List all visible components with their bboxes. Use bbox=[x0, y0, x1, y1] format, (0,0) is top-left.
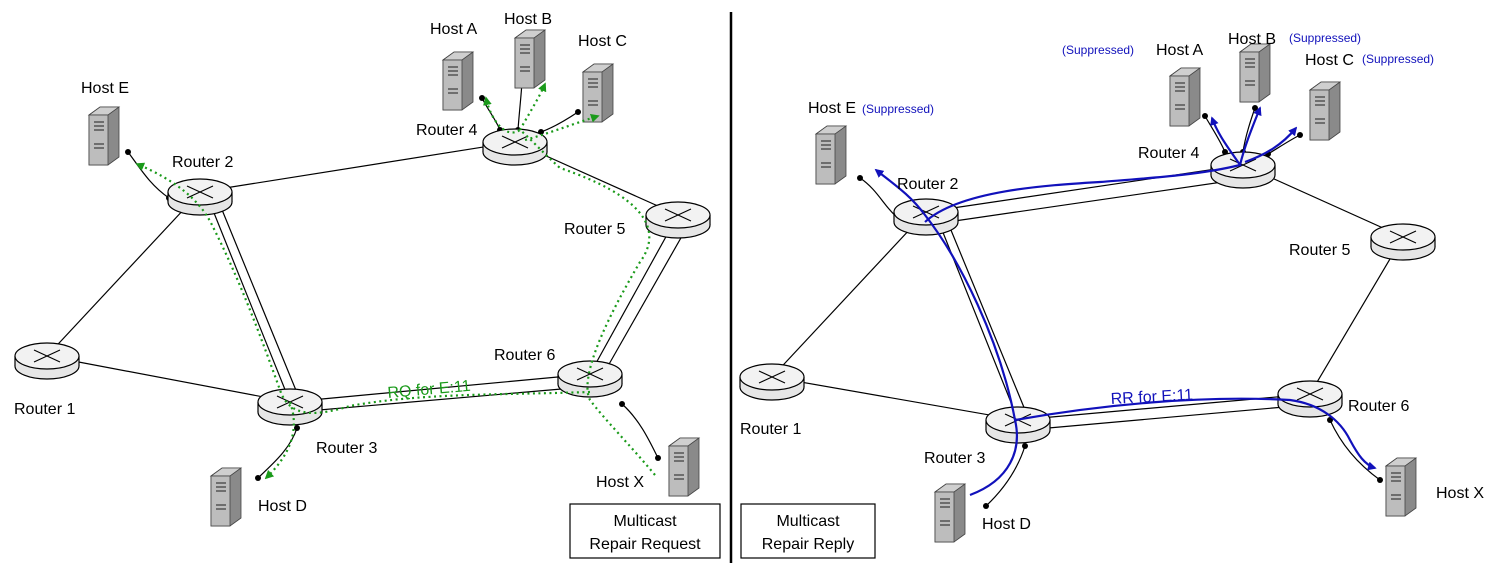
server-tower-icon bbox=[582, 63, 614, 123]
server-tower-icon bbox=[442, 51, 474, 111]
router-icon bbox=[14, 342, 80, 380]
suppressed-label: (Suppressed) bbox=[862, 102, 934, 116]
router-icon bbox=[167, 178, 233, 216]
server-tower-icon bbox=[668, 437, 700, 497]
router-label: Router 6 bbox=[1348, 398, 1409, 415]
server-tower-icon bbox=[1309, 81, 1341, 141]
router-label: Router 5 bbox=[564, 221, 625, 238]
left-connection-dots bbox=[125, 79, 661, 481]
router-label: Router 4 bbox=[416, 122, 477, 139]
router-label: Router 3 bbox=[316, 440, 377, 457]
right-panel: Router 1 Router 2 Router 3 Router 4 Rout… bbox=[739, 31, 1484, 559]
host-label: Host B bbox=[1228, 31, 1276, 48]
host-label: Host X bbox=[596, 474, 644, 491]
suppressed-label: (Suppressed) bbox=[1289, 31, 1361, 45]
right-connection-dots bbox=[857, 105, 1383, 509]
legend-line: Repair Reply bbox=[762, 536, 854, 553]
router-label: Router 2 bbox=[897, 176, 958, 193]
server-tower-icon bbox=[1169, 67, 1201, 127]
host-label: Host A bbox=[430, 21, 477, 38]
left-panel: Router 1 Router 2 Router 3 Router 4 Rout… bbox=[14, 11, 721, 559]
suppressed-label: (Suppressed) bbox=[1062, 43, 1134, 57]
legend-line: Repair Request bbox=[589, 536, 701, 553]
router-label: Router 6 bbox=[494, 347, 555, 364]
host-label: Host C bbox=[578, 33, 627, 50]
repair-reply-path bbox=[874, 106, 1377, 497]
router-icon bbox=[257, 388, 323, 426]
router-icon bbox=[739, 363, 805, 401]
left-links bbox=[46, 81, 691, 479]
router-icon bbox=[1370, 223, 1436, 261]
server-tower-icon bbox=[88, 106, 120, 166]
server-tower-icon bbox=[1385, 457, 1417, 517]
server-tower-icon bbox=[934, 483, 966, 543]
host-label: Host A bbox=[1156, 42, 1203, 59]
right-links bbox=[771, 107, 1404, 507]
host-label: Host C bbox=[1305, 52, 1354, 69]
server-tower-icon bbox=[1239, 43, 1271, 103]
legend-box bbox=[740, 503, 876, 559]
host-label: Host E bbox=[808, 100, 856, 117]
router-label: Router 4 bbox=[1138, 145, 1199, 162]
suppressed-label: (Suppressed) bbox=[1362, 52, 1434, 66]
router-label: Router 5 bbox=[1289, 242, 1350, 259]
legend-line: Multicast bbox=[776, 513, 840, 530]
server-tower-icon bbox=[815, 125, 847, 185]
router-label: Router 3 bbox=[924, 450, 985, 467]
router-icon bbox=[645, 201, 711, 239]
host-label: Host X bbox=[1436, 485, 1484, 502]
server-tower-icon bbox=[514, 29, 546, 89]
host-label: Host E bbox=[81, 80, 129, 97]
router-icon bbox=[482, 128, 548, 166]
host-label: Host D bbox=[258, 498, 307, 515]
flow-label: RR for E:11 bbox=[1110, 387, 1193, 408]
host-label: Host D bbox=[982, 516, 1031, 533]
router-label: Router 1 bbox=[14, 401, 75, 418]
router-label: Router 2 bbox=[172, 154, 233, 171]
host-label: Host B bbox=[504, 11, 552, 28]
repair-request-path bbox=[135, 82, 656, 480]
legend-line: Multicast bbox=[613, 513, 677, 530]
server-tower-icon bbox=[210, 467, 242, 527]
legend-box bbox=[569, 503, 721, 559]
router-label: Router 1 bbox=[740, 421, 801, 438]
